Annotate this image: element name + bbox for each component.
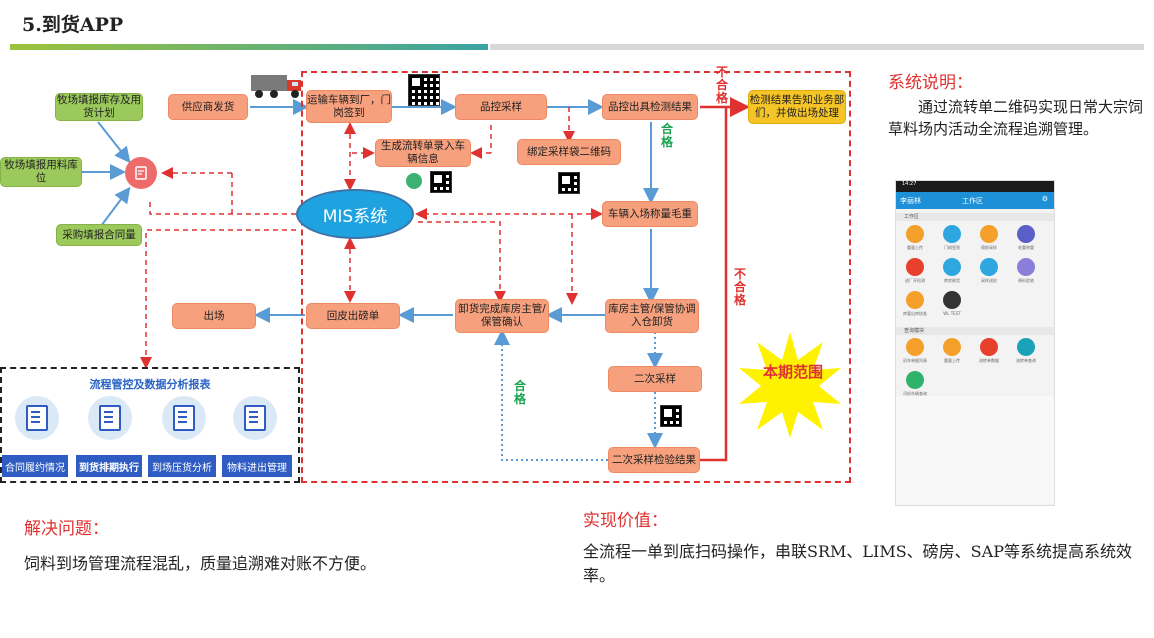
report-contract-button[interactable]: 合同履约情况: [2, 455, 68, 477]
phone-app-label: 重量上传: [944, 358, 960, 363]
report-material-button[interactable]: 物料进出管理: [222, 455, 292, 477]
truck-icon: [250, 72, 306, 102]
report-doc-icon: [15, 396, 59, 440]
phone-app-icon[interactable]: [943, 258, 961, 276]
fail-label-top: 不合格: [716, 65, 729, 105]
phone-header: 李丽林 工作区 ⚙: [896, 192, 1054, 209]
sampling-box: 品控采样: [455, 94, 547, 120]
phone-app-label: 流转单查询: [1016, 358, 1036, 363]
phone-app-icon[interactable]: [943, 225, 961, 243]
phone-section-query: 查询模块: [896, 327, 1054, 335]
phone-app-icon[interactable]: [943, 338, 961, 356]
fail-label-right: 不合格: [734, 267, 747, 307]
report-backlog-button[interactable]: 到场压货分析: [148, 455, 216, 477]
scope-frame: [301, 71, 851, 483]
phone-app-label: 库房卸货: [944, 278, 960, 283]
notify-box: 检测结果告知业务部们，并做出场处理: [748, 90, 846, 124]
register-box: 运输车辆到厂，门岗签到: [306, 90, 392, 123]
ranch-location-box: 牧场填报用料库位: [0, 157, 82, 187]
ranch-stock-box: 牧场填报库存及用货计划: [55, 93, 143, 121]
phone-app-label: WL TEST: [943, 311, 961, 316]
qr-code-icon: [430, 171, 452, 193]
scope-burst-icon: [739, 332, 841, 438]
phone-app-label: 流转单数据: [979, 358, 999, 363]
problem-heading: 解决问题：: [24, 519, 109, 539]
scope-label: 本期范围: [763, 363, 824, 381]
system-desc-text: 通过流转单二维码实现日常大宗饲草料场内活动全流程追溯管理。: [888, 98, 1144, 138]
phone-app-label: 采样送检: [981, 278, 997, 283]
report-frame: [0, 367, 300, 483]
phone-app-label: 原料验收: [1018, 278, 1034, 283]
qr-code-icon: [558, 172, 580, 194]
phone-app-icon[interactable]: [980, 258, 998, 276]
report-schedule-button[interactable]: 到货排期执行: [76, 455, 142, 477]
pass-label-right: 合格: [661, 122, 674, 149]
app-icon: [406, 173, 422, 189]
gen-slip-box: 生成流转单录入车辆信息: [375, 139, 471, 167]
value-heading: 实现价值：: [583, 511, 668, 531]
system-desc-heading: 系统说明：: [888, 73, 973, 93]
second-sampling-box: 二次采样: [608, 366, 702, 392]
phone-app-icon[interactable]: [943, 291, 961, 309]
qr-code-icon: [660, 405, 682, 427]
bind-qr-box: 绑定采样袋二维码: [517, 139, 621, 165]
exit-box: 出场: [172, 303, 256, 329]
warehouse-unload-box: 库房主管/保管协调入仓卸货: [605, 299, 699, 333]
page-title: 5.到货APP: [22, 14, 124, 36]
phone-app-icon[interactable]: [906, 338, 924, 356]
app-screenshot: 14:27 李丽林 工作区 ⚙ 工作区 查询模块 重量上传 门岗签到 磅前采样 毛重称…: [895, 180, 1055, 506]
second-result-box: 二次采样检验结果: [608, 447, 700, 473]
phone-title: 工作区: [962, 197, 983, 205]
qr-code-icon: [408, 74, 440, 106]
phone-user: 李丽林: [900, 197, 921, 205]
problem-text: 饲料到场管理流程混乱，质量追溯难对账不方便。: [24, 554, 377, 573]
gear-icon[interactable]: ⚙: [1041, 195, 1048, 203]
phone-app-label: 司机车辆查询: [903, 391, 927, 396]
phone-app-icon[interactable]: [906, 291, 924, 309]
phone-app-label: 毛重称重: [1018, 245, 1034, 250]
weigh-gross-box: 车辆入场称量毛重: [602, 201, 698, 227]
return-slip-box: 回皮出磅单: [306, 303, 400, 329]
phone-app-icon[interactable]: [1017, 338, 1035, 356]
phone-app-icon[interactable]: [1017, 258, 1035, 276]
title-rule-accent: [10, 44, 488, 50]
value-text: 全流程一单到底扫码操作，串联SRM、LIMS、磅房、SAP等系统提高系统效率。: [583, 542, 1132, 585]
phone-section-work: 工作区: [896, 213, 1054, 221]
report-doc-icon: [88, 396, 132, 440]
phone-app-icon[interactable]: [906, 225, 924, 243]
form-icon: [125, 157, 157, 189]
phone-status-bar: 14:27: [896, 181, 1054, 192]
supplier-box: 供应商发货: [168, 94, 248, 120]
phone-app-label: 库管出库核准: [903, 311, 927, 316]
purchase-contract-box: 采购填报合同量: [56, 224, 142, 246]
phone-app-label: 初车单据列表: [903, 358, 927, 363]
phone-app-label: 进厂开检测: [905, 278, 925, 283]
phone-app-icon[interactable]: [980, 225, 998, 243]
report-title: 流程管控及数据分析报表: [89, 378, 211, 391]
pass-label-left: 合格: [514, 379, 527, 406]
phone-app-icon[interactable]: [906, 371, 924, 389]
phone-app-label: 门岗签到: [944, 245, 960, 250]
phone-empty-area: [896, 396, 1054, 504]
inspect-result-box: 品控出具检测结果: [602, 94, 698, 120]
report-doc-icon: [162, 396, 206, 440]
phone-app-icon[interactable]: [1017, 225, 1035, 243]
report-doc-icon: [233, 396, 277, 440]
phone-app-label: 重量上传: [907, 245, 923, 250]
unload-confirm-box: 卸货完成库房主管/保管确认: [455, 299, 549, 333]
phone-app-label: 磅前采样: [981, 245, 997, 250]
phone-app-icon[interactable]: [980, 338, 998, 356]
phone-app-icon[interactable]: [906, 258, 924, 276]
title-rule: [490, 44, 1144, 50]
mis-system-node: MIS系统: [296, 189, 414, 239]
